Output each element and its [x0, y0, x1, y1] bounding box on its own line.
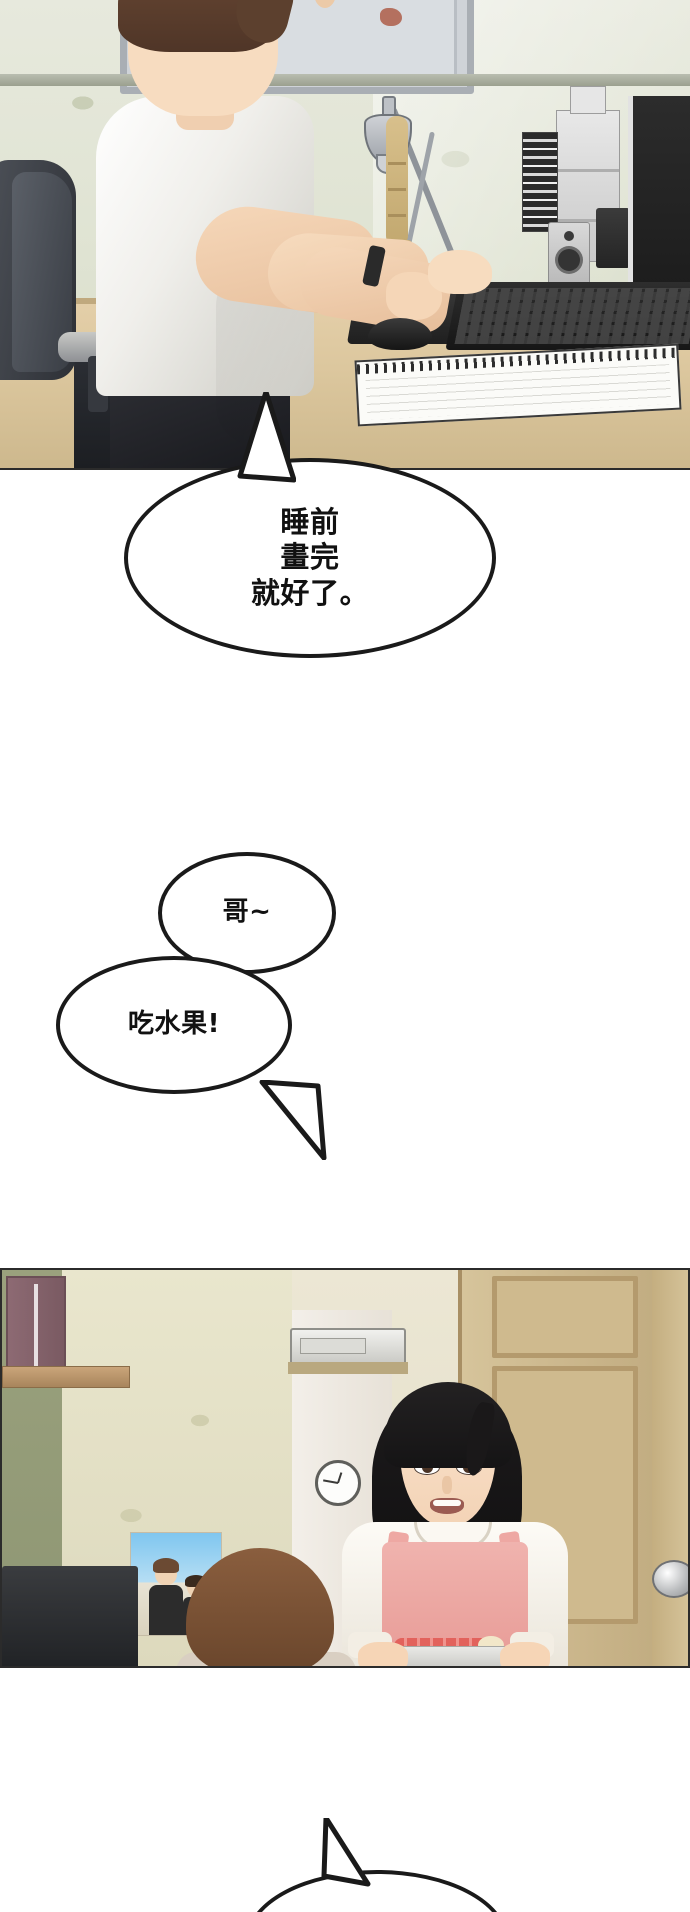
range-hood [290, 1328, 406, 1366]
speech-bubble-fruit: 吃水果! [56, 956, 292, 1094]
desktop-speaker-right [596, 208, 630, 268]
speech-bubble-bottom-partial [246, 1870, 508, 1912]
wall-trim-molding [0, 74, 690, 86]
woman-mouth [430, 1498, 464, 1514]
door-upper-panel [492, 1276, 638, 1358]
mannequin-joint-2 [388, 188, 406, 191]
boy-ear [314, 0, 336, 8]
speech-bubble-fruit-text: 吃水果! [128, 1009, 220, 1040]
speaker-tweeter [564, 231, 574, 241]
wooden-mannequin [386, 116, 408, 246]
foreground-monitor [2, 1566, 138, 1666]
notepad-ruled-lines [365, 364, 672, 420]
boy-mouth [380, 8, 402, 26]
computer-monitor [628, 96, 690, 310]
upper-cabinet [6, 1276, 66, 1380]
cabinet-door-seam [34, 1284, 38, 1372]
wall-clock [315, 1460, 361, 1506]
pc-tower-seam [557, 169, 619, 172]
poster-figure-1 [149, 1558, 183, 1635]
door-frame [652, 1270, 688, 1666]
bedroom-desk-panel [0, 0, 690, 470]
pc-tower-top-box [570, 86, 606, 114]
speaker-woofer [558, 249, 580, 271]
speech-bubble-sleep: 睡前 畫完 就好了。 [124, 458, 496, 658]
speech-tail-fruit-icon [259, 1080, 327, 1160]
range-hood-vent [300, 1338, 366, 1354]
mannequin-joint-1 [388, 162, 406, 165]
poster-figure-1-hair [153, 1558, 179, 1573]
keyboard [445, 282, 690, 350]
poster-figure-1-body [149, 1585, 183, 1635]
woman-nose [442, 1476, 452, 1494]
kitchen-doorway-panel [0, 1268, 690, 1668]
wall-shelf [2, 1366, 130, 1388]
woman-hand-left [358, 1642, 408, 1666]
boy-hand-on-keyboard [428, 250, 492, 294]
computer-mouse [368, 318, 432, 350]
speech-bubble-sleep-text: 睡前 畫完 就好了。 [250, 504, 370, 610]
door-knob [652, 1560, 688, 1598]
clock-minute-hand [323, 1479, 339, 1484]
speech-tail-sleep-icon [237, 392, 296, 483]
woman-teeth [433, 1500, 461, 1506]
cd-case-stack [522, 132, 558, 232]
pc-tower-seam-2 [557, 219, 619, 222]
boy-hair-back-view [186, 1548, 334, 1666]
speech-bubble-ge-text: 哥~ [222, 897, 272, 928]
mannequin-joint-3 [388, 214, 406, 217]
woman-hand-right [500, 1642, 550, 1666]
keyboard-keys [454, 288, 690, 344]
speech-tail-bottom-icon [321, 1818, 371, 1887]
wall-trim-kitchen [288, 1362, 408, 1374]
